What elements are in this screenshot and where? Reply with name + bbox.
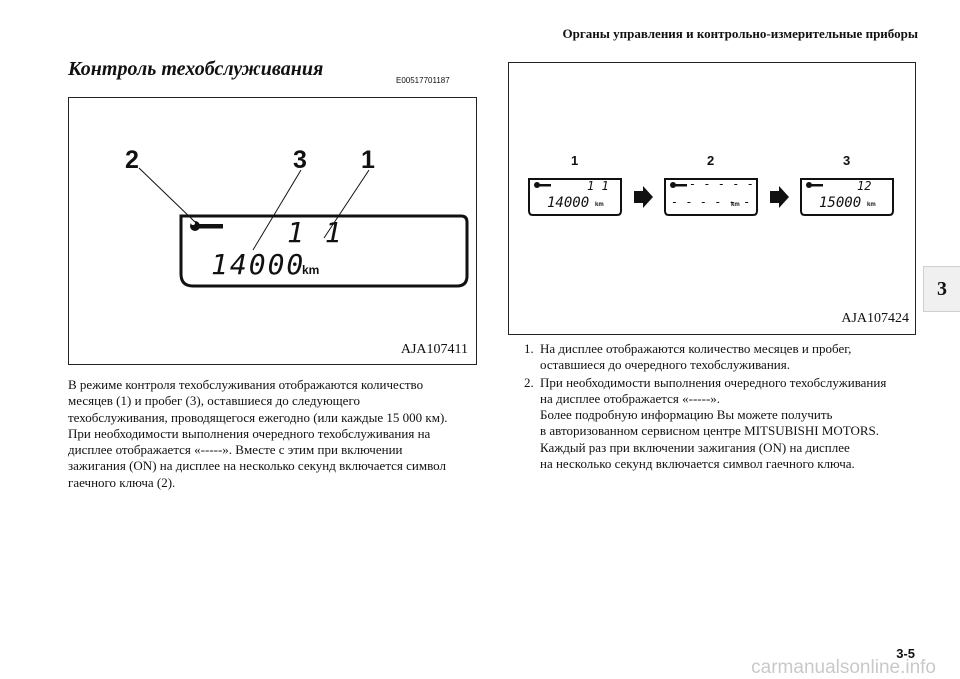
list-item-line: При необходимости выполнения очередного … bbox=[540, 374, 887, 390]
lcd1-unit: km bbox=[595, 202, 604, 208]
list-item-line: Каждый раз при включении зажигания (ON) … bbox=[540, 439, 850, 455]
body-line: При необходимости выполнения очередного … bbox=[68, 425, 431, 441]
body-line: месяцев (1) и пробег (3), оставшиеся до … bbox=[68, 393, 360, 409]
callout-2: 2 bbox=[125, 146, 139, 174]
page-header: Органы управления и контрольно-измерител… bbox=[562, 26, 918, 41]
list-item-number: 1. bbox=[524, 341, 534, 356]
body-line: В режиме контроля техобслуживания отобра… bbox=[68, 377, 424, 392]
lcd-outline bbox=[179, 214, 469, 288]
numbered-list: 1. На дисплее отображаются количество ме… bbox=[524, 341, 924, 472]
lcd2-bottom: - - - - - - bbox=[671, 195, 751, 209]
callout-3: 3 bbox=[293, 146, 307, 174]
watermark: carmanualsonline.info bbox=[751, 657, 936, 678]
body-line: техобслуживания, проводящегося ежегодно … bbox=[68, 409, 448, 425]
list-item-number: 2. bbox=[524, 374, 534, 390]
lcd1-bottom: 14000 bbox=[547, 195, 590, 211]
body-line: зажигания (ON) на дисплее на несколько с… bbox=[68, 458, 446, 474]
lcd-small-1 bbox=[528, 178, 622, 216]
arrow-right-icon bbox=[634, 186, 653, 208]
callout-3-line bbox=[252, 169, 302, 251]
figure-display-closeup: 2 3 1 1 1 14000 km AJA107411 bbox=[68, 97, 477, 365]
wrench-icon bbox=[190, 221, 223, 231]
lcd3-top: 12 bbox=[857, 179, 872, 193]
body-line: гаечного ключа (2). bbox=[68, 474, 176, 490]
list-item-line: на несколько секунд включается символ га… bbox=[540, 456, 855, 472]
lcd2-unit: km bbox=[731, 202, 740, 208]
callout-1: 1 bbox=[571, 153, 579, 168]
chapter-tab: 3 bbox=[923, 266, 960, 312]
section-title: Контроль техобслуживания bbox=[68, 58, 324, 80]
lcd-small-3 bbox=[800, 178, 894, 216]
callout-2-line bbox=[138, 167, 196, 223]
list-item-line: На дисплее отображаются количество месяц… bbox=[540, 341, 852, 356]
lcd-unit: km bbox=[302, 263, 320, 277]
arrow-right-icon bbox=[770, 186, 789, 208]
figure2-drawing bbox=[528, 178, 894, 216]
list-item: 2. При необходимости выполнения очередно… bbox=[524, 375, 924, 473]
page-number: 3-5 bbox=[896, 646, 915, 661]
callout-1: 1 bbox=[361, 146, 375, 174]
wrench-icon bbox=[806, 182, 823, 188]
lcd2-top: - - - - - bbox=[689, 177, 755, 191]
list-item: 1. На дисплее отображаются количество ме… bbox=[524, 341, 924, 374]
wrench-icon bbox=[670, 182, 687, 188]
figure1-drawing bbox=[138, 167, 469, 288]
figure1-label: AJA107411 bbox=[400, 342, 468, 357]
callout-2: 2 bbox=[707, 153, 715, 168]
list-item-line: на дисплее отображается «-----». bbox=[540, 390, 721, 406]
lcd1-top: 1 1 bbox=[587, 179, 609, 193]
body-paragraph: В режиме контроля техобслуживания отобра… bbox=[68, 377, 478, 491]
figure-display-sequence: 1 2 3 1 1 14000 km - - - - - - - - - - -… bbox=[508, 62, 916, 335]
lcd-small-2 bbox=[664, 178, 758, 216]
callout-3: 3 bbox=[843, 153, 851, 168]
wrench-icon bbox=[534, 182, 551, 188]
figure2-label: AJA107424 bbox=[841, 311, 909, 326]
list-item-line: оставшиеся до очередного техобслуживания… bbox=[540, 357, 790, 373]
lcd-odometer: 14000 bbox=[211, 248, 306, 281]
list-item-line: Более подробную информацию Вы можете пол… bbox=[540, 407, 833, 423]
lcd3-bottom: 15000 bbox=[819, 195, 862, 211]
list-item-line: в авторизованном сервисном центре MITSUB… bbox=[540, 423, 880, 439]
section-code: E00517701187 bbox=[396, 76, 450, 85]
body-line: дисплее отображается «-----». Вместе с э… bbox=[68, 442, 403, 458]
lcd-months: 1 1 bbox=[287, 216, 344, 249]
lcd3-unit: km bbox=[867, 202, 876, 208]
callout-1-line bbox=[323, 169, 370, 239]
